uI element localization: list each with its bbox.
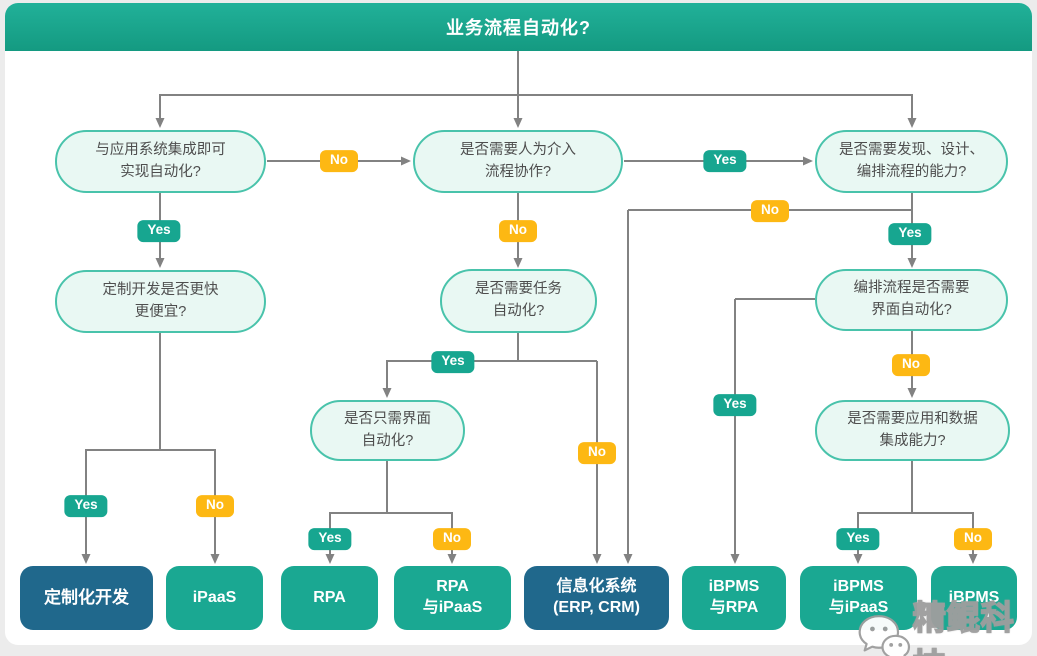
question-node-ui-automation-only: 是否只需界面 自动化? [310,400,465,461]
result-box-custom-dev: 定制化开发 [20,566,153,630]
result-box-ipaas: iPaaS [166,566,263,630]
question-node-app-data-integration: 是否需要应用和数据 集成能力? [815,400,1010,461]
edge-label-yes: Yes [64,495,108,517]
result-box-rpa-with-ipaas: RPA 与iPaaS [394,566,511,630]
watermark: 精鲲科技 [856,591,1037,656]
question-node-orchestration-ui-automation: 编排流程是否需要 界面自动化? [815,269,1008,331]
wechat-icon [858,615,911,656]
edge-label-no: No [954,528,992,550]
result-box-ibpms: iBPMS [931,566,1017,630]
edge-label-yes: Yes [836,528,880,550]
edge-label-no: No [751,200,789,222]
result-box-ibpms-with-ipaas: iBPMS 与iPaaS [800,566,917,630]
edge-label-yes: Yes [137,220,181,242]
edge-label-no: No [892,354,930,376]
edge-label-no: No [433,528,471,550]
watermark-text: 精鲲科技 [912,598,1015,656]
question-node-task-automation: 是否需要任务 自动化? [440,269,597,333]
edge-label-yes: Yes [703,150,747,172]
edge-label-yes: Yes [713,394,757,416]
result-box-info-system: 信息化系统 (ERP, CRM) [524,566,669,630]
edge-label-yes: Yes [431,351,475,373]
diagram-title-banner: 业务流程自动化? [5,3,1032,51]
edge-label-no: No [196,495,234,517]
edge-label-yes: Yes [888,223,932,245]
edge-label-yes: Yes [308,528,352,550]
edge-label-no: No [499,220,537,242]
result-box-rpa: RPA [281,566,378,630]
result-box-ibpms-with-rpa: iBPMS 与RPA [682,566,786,630]
question-node-integration-enough: 与应用系统集成即可 实现自动化? [55,130,266,193]
edge-label-no: No [320,150,358,172]
question-node-discover-design-orchestrate: 是否需要发现、设计、 编排流程的能力? [815,130,1008,193]
question-node-custom-dev-faster-cheaper: 定制开发是否更快 更便宜? [55,270,266,333]
question-node-human-involvement: 是否需要人为介入 流程协作? [413,130,623,193]
diagram-title: 业务流程自动化? [446,18,591,38]
edge-label-no: No [578,442,616,464]
